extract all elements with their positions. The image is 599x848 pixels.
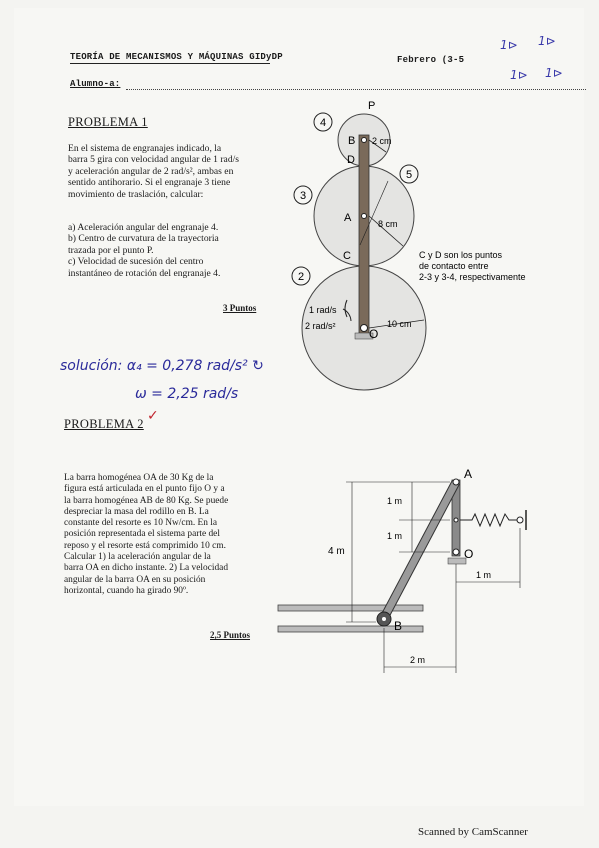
label-O: O (464, 547, 473, 561)
point-O: O (369, 327, 378, 341)
p2-text-line: angular de la barra OA en su posición (64, 574, 206, 585)
dim-line-large (368, 319, 425, 329)
p1-question-line: instantáneo de rotación del engranaje 4. (68, 267, 221, 279)
roller-B-center (382, 617, 386, 621)
contact-note-2: de contacto entre (419, 261, 489, 271)
dim-1m-right-label: 1 m (476, 570, 491, 580)
spring-attach (453, 517, 459, 523)
gear2-label-circle (291, 266, 311, 286)
p1-intro-line: sentido antihorario. Si el engranaje 3 t… (68, 177, 231, 189)
bar-AB (380, 480, 460, 620)
gear-system-figure: 4 3 2 5 P B D A C O 2 cm 8 cm 10 cm 1 ra… (291, 100, 526, 391)
gear5-leader (359, 180, 389, 246)
gear5-label-circle (399, 164, 419, 184)
point-P: P (368, 100, 375, 112)
point-A: A (344, 212, 352, 224)
p2-text-line: barra OA en dicho instante. 2) La veloci… (64, 563, 229, 574)
student-name-line (126, 89, 586, 90)
point-B: B (348, 135, 355, 147)
problem2-text: La barra homogénea OA de 30 Kg de la fig… (64, 473, 266, 597)
joint-A (452, 478, 460, 486)
p2-text-line: horizontal, cuando ha girado 90º. (64, 585, 189, 596)
dim-line-small (368, 139, 387, 153)
dim-8cm: 8 cm (378, 219, 398, 229)
exam-date: Febrero (3-5 (397, 55, 465, 65)
spring-anchor (516, 516, 524, 524)
problem1-intro: En el sistema de engranajes indicado, la… (68, 143, 283, 200)
p1-question-line: b) Centro de curvatura de la trayectoria (68, 233, 219, 245)
scanned-page (14, 8, 584, 806)
dim-4m-label: 4 m (328, 546, 345, 557)
dim-10cm: 10 cm (387, 319, 412, 329)
ground-O (354, 332, 374, 340)
margin-mark-3: 1⊳ (510, 68, 528, 82)
p2-text-line: la barra homogénea AB de 80 Kg. Se puede (64, 495, 229, 506)
bar-spring-figure: A O B 1 m 1 m 4 m 1 m 2 m (277, 467, 527, 673)
problem1-title: PROBLEMA 1 (68, 115, 148, 129)
p1-question-line: trazada por el punto P. (68, 244, 154, 256)
pivot-O (360, 324, 368, 332)
header-rule (70, 63, 270, 64)
gear5-number: 5 (406, 169, 412, 181)
margin-mark-4: 1⊳ (545, 66, 563, 80)
problem1-points: 3 Puntos (223, 303, 257, 313)
point-C: C (343, 250, 351, 262)
p2-text-line: constante del resorte es 10 Nw/cm. En la (64, 518, 218, 529)
p2-text-line: Calcular 1) la aceleración angular de la (64, 552, 211, 563)
dim-2cm: 2 cm (372, 136, 392, 146)
dim-1m-mid-label: 1 m (387, 531, 402, 541)
pivot-A (361, 213, 367, 219)
problem2-points: 2,5 Puntos (210, 630, 251, 640)
guide-rail-bottom (277, 625, 424, 633)
gear2-number: 2 (298, 271, 304, 283)
omega-arrow (344, 299, 348, 318)
p1-intro-line: y aceleración angular de 2 rad/s², ambas… (68, 165, 234, 177)
solution-line-1: solución: α₄ = 0,278 rad/s² ↻ (60, 358, 264, 374)
p1-question-line: a) Aceleración angular del engranaje 4. (68, 222, 219, 233)
course-title: TEORÍA DE MECANISMOS Y MÁQUINAS GIDyDP (70, 52, 283, 62)
ground-O-bar (447, 557, 467, 565)
dim-1m-top-label: 1 m (387, 496, 402, 506)
margin-mark-1: 1⊳ (500, 38, 518, 52)
problem1-questions: a) Aceleración angular del engranaje 4. … (68, 222, 283, 279)
spring (460, 512, 520, 528)
p1-intro-line: movimiento de traslación, calcular: (68, 188, 204, 200)
contact-note-1: C y D son los puntos (419, 250, 503, 260)
p2-text-line: La barra homogénea OA de 30 Kg de la (64, 473, 214, 483)
p2-text-line: reposo y el resorte está comprimido 10 c… (64, 540, 226, 551)
label-B: B (394, 619, 402, 633)
dim-2m-label: 2 m (410, 655, 425, 665)
gear3-number: 3 (300, 190, 306, 202)
scanner-watermark: Scanned by CamScanner (418, 826, 528, 838)
p2-text-line: posición representada el sistema parte d… (64, 529, 220, 540)
point-D: D (347, 154, 355, 166)
p1-question-line: c) Velocidad de sucesión del centro (68, 256, 204, 268)
student-label: Alumno-a: (70, 79, 121, 89)
contact-note-3: 2-3 y 3-4, respectivamente (419, 272, 526, 282)
guide-rail-top (277, 604, 424, 612)
gear3-label-circle (293, 185, 313, 205)
p2-text-line: figura está articulada en el punto fijo … (64, 484, 225, 495)
pivot-O-bar (452, 548, 460, 556)
label-A: A (464, 467, 472, 481)
gear4-label-circle (313, 112, 333, 132)
p1-intro-line: barra 5 gira con velocidad angular de 1 … (68, 154, 240, 166)
bar-5 (358, 134, 370, 336)
omega-value: 1 rad/s (309, 305, 337, 315)
gear4-number: 4 (320, 117, 326, 129)
alpha-value: 2 rad/s² (305, 321, 336, 331)
margin-mark-2: 1⊳ (538, 34, 556, 48)
solution-line-2: ω = 2,25 rad/s (135, 386, 239, 402)
pivot-B (361, 137, 367, 143)
p2-text-line: despreciar la masa del rodillo en B. La (64, 506, 209, 517)
alpha-arrow (342, 308, 352, 322)
check-mark: ✓ (147, 408, 159, 424)
dim-line-mid (368, 215, 404, 247)
p1-intro-line: En el sistema de engranajes indicado, la (68, 143, 222, 154)
problem2-title: PROBLEMA 2 (64, 417, 144, 431)
